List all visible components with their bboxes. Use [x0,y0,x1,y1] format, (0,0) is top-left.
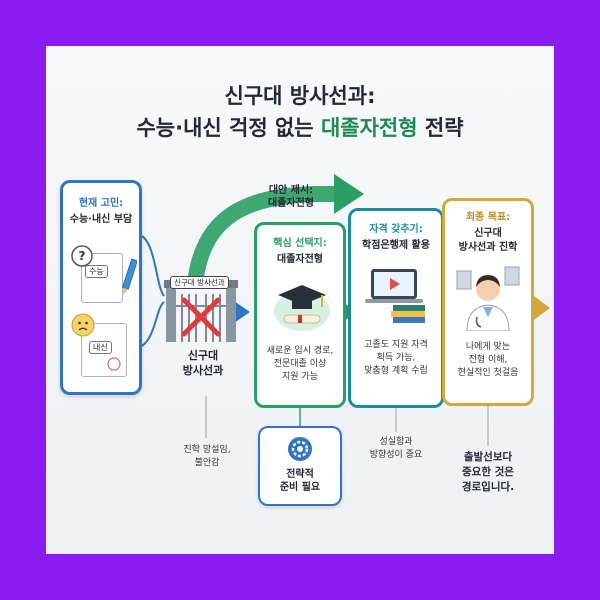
alternative-banner-line1: 대안 제시: [268,185,314,196]
qualify-subheading: 학점은행제 활용 [362,240,430,251]
strategy-box: 전략적 준비 필요 [258,426,342,506]
qualify-caption: 성실함과 방향성이 중요 [350,436,442,462]
title-part1: 수능·내신 걱정 없는 [136,116,314,140]
gate-label-line1: 신구대 [187,349,219,362]
suneung-label: 수능 [85,265,108,278]
doctor-icon [456,266,520,331]
goal-caption-line2: 중요한 것은 [462,466,514,478]
qualify-body-line1: 고졸도 지원 자격 [364,340,428,350]
gate-label: 신구대 방사선과 [166,348,240,378]
qualify-body: 고졸도 지원 자격 획득 가능, 맞춤형 계획 수립 [351,339,441,378]
strategy-line1: 전략적 [286,469,314,480]
alternative-banner: 대안 제시: 대졸자전형 [246,184,336,210]
gate-caption-line2: 불안감 [194,458,220,468]
qualify-caption-line2: 방향성이 중요 [369,450,423,460]
final-goal-card: 최종 목표: 신구대 방사선과 진학 나에게 맞는 전형 이해, 현실적인 첫걸… [442,198,534,406]
seal-icon [107,357,121,371]
core-heading: 핵심 선택지: [273,238,327,249]
goal-caption: 출발선보다 중요한 것은 경로입니다. [446,450,530,495]
strategy-line2: 준비 필요 [279,482,321,493]
graduation-cap-icon [274,285,330,331]
current-heading: 현재 고민: [78,198,124,209]
qualify-body-line2: 획득 가능, [376,353,416,363]
page-title-line2: 수능·내신 걱정 없는 대졸자전형 전략 [46,112,554,142]
goal-caption-line3: 경로입니다. [461,481,515,493]
question-bubble-icon: ? [71,245,93,267]
strategy-text: 전략적 준비 필요 [260,468,340,494]
laptop-books-icon [365,269,425,323]
worried-face-icon [71,313,95,337]
naesin-label: 내신 [89,341,112,354]
core-body-line3: 지원 가능 [282,372,318,382]
gear-icon [288,437,312,461]
core-subheading: 대졸자전형 [277,254,323,265]
qualify-heading: 자격 갖추기: [369,224,423,235]
core-body-line2: 전문대졸 이상 [273,359,327,369]
qualify-body-line3: 맞춤형 계획 수립 [364,366,428,376]
pencil-icon [121,258,137,296]
qualification-card: 자격 갖추기: 학점은행제 활용 고졸도 지원 자격 획득 가능, 맞춤형 계획… [348,208,444,408]
current-concern-card: 현재 고민: 수능·내신 부담 ? 수능 내신 [60,180,142,395]
goal-body-line2: 전형 이해, [468,355,508,365]
qualify-caption-line1: 성실함과 [379,437,413,447]
page-title-line1: 신구대 방사선과: [224,84,376,108]
goal-body-line1: 나에게 맞는 [465,342,511,352]
gate-caption-line1: 진학 망설임, [183,445,231,455]
title-part2: 전략 [424,116,464,140]
core-body: 새로운 입시 경로, 전문대졸 이상 지원 가능 [257,345,343,384]
goal-caption-line1: 출발선보다 [463,451,513,463]
alternative-banner-line2: 대졸자전형 [268,198,314,209]
goal-body: 나에게 맞는 전형 이해, 현실적인 첫걸음 [445,341,531,380]
infographic-panel: 신구대 방사선과: 수능·내신 걱정 없는 대졸자전형 전략 현재 고민: 수능… [46,46,554,554]
core-body-line1: 새로운 입시 경로, [266,346,334,356]
core-option-card: 핵심 선택지: 대졸자전형 새로운 입시 경로, 전문대졸 이상 지원 가능 [254,222,346,408]
goal-heading: 최종 목표: [465,212,511,223]
goal-body-line3: 현실적인 첫걸음 [457,368,519,378]
current-subheading: 수능·내신 부담 [69,214,133,225]
gate-sign: 신구대 방사선과 [170,276,229,289]
title-highlight: 대졸자전형 [320,116,418,140]
goal-subheading-line2: 방사선과 진학 [458,242,518,253]
gate-caption: 진학 망설임, 불안감 [162,444,252,470]
goal-subheading-line1: 신구대 [474,228,502,239]
gate-label-line2: 방사선과 [182,364,224,377]
svg-text:?: ? [79,249,86,263]
